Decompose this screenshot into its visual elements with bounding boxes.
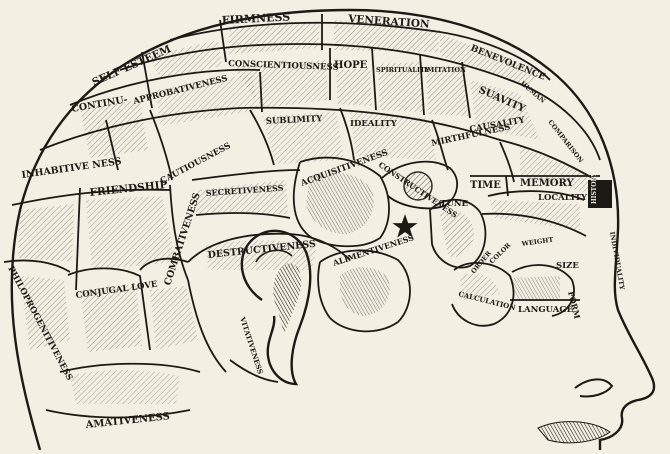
label-memory: MEMORY <box>520 178 574 189</box>
label-size: SIZE <box>556 261 579 271</box>
label-spirituality: SPIRITUALITY <box>376 66 430 74</box>
label-veneration: VENERATION <box>347 13 431 31</box>
label-time: TIME <box>470 180 501 191</box>
label-locality: LOCALITY <box>538 193 588 203</box>
engraved-vignettes <box>18 20 612 404</box>
head-outline <box>10 8 656 451</box>
history-book-icon <box>588 180 612 208</box>
label-hope: HOPE <box>334 60 368 71</box>
nostril-detail <box>574 378 614 398</box>
mustache-detail <box>537 421 611 444</box>
label-conscientiousness: CONSCIENTIOUSNESS <box>228 59 339 73</box>
label-imitation: IMITATION <box>424 66 466 74</box>
label-tune: TUNE <box>440 199 469 209</box>
label-ideality: IDEALITY <box>350 119 398 129</box>
label-history: HISTORY <box>591 172 598 204</box>
label-sublimity: SUBLIMITY <box>266 114 324 127</box>
label-firmness: FIRMNESS <box>221 10 290 27</box>
star-marker-icon <box>392 214 418 238</box>
label-language: LANGUAGE <box>518 305 574 315</box>
